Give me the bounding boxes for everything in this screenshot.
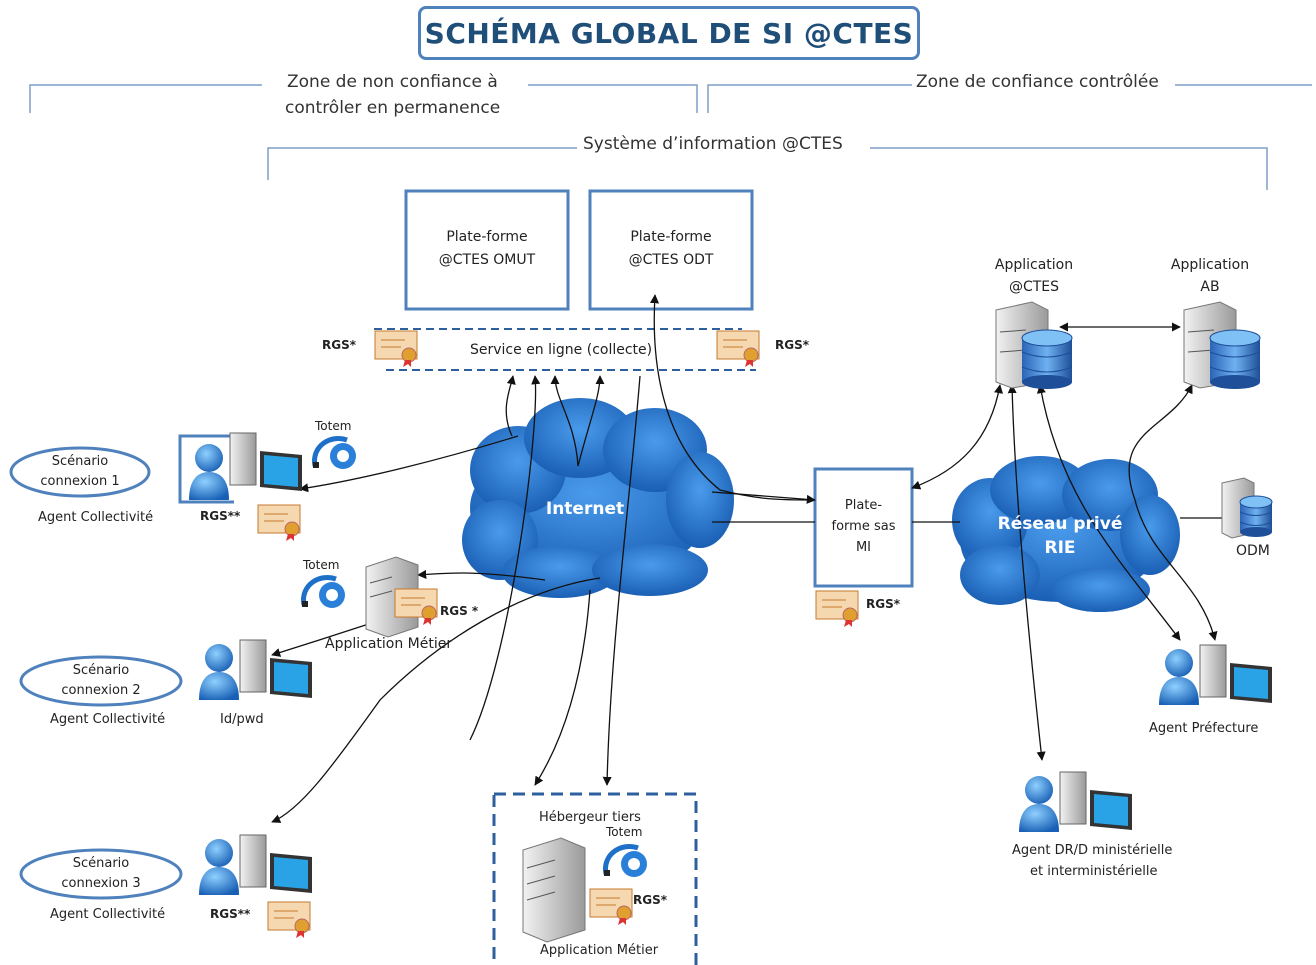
user-icon [199,839,239,895]
agent-dr-label-1: Agent DR/D ministérielle [1012,843,1173,858]
platform-sas-label-2: forme sas [831,519,896,534]
app-ab-label-2: AB [1200,279,1220,295]
zone-trust-label: Zone de confiance contrôlée [912,72,1163,92]
certificate-icon [394,588,438,625]
scenario-1-label-2: connexion 1 [40,474,120,489]
computer-icon [229,432,302,491]
agent-1-highlight [178,434,234,504]
internet-label: Internet [545,499,625,519]
rgs-label: RGS* [322,338,357,352]
agent-dr-label-2: et interministérielle [1030,864,1158,879]
app-ctes-label-1: Application [994,257,1074,273]
service-box [374,328,756,371]
user-icon [1159,649,1199,705]
hebergeur-box [492,792,698,965]
system-label: Système d’information @CTES [579,134,847,154]
scenario-2-agent: Agent Collectivité [50,712,166,727]
certificate-icon [374,330,418,367]
platform-sas-label-1: Plate- [844,498,883,513]
platform-odt-box [588,189,754,311]
page-title: SCHÉMA GLOBAL DE SI @CTES [424,16,914,50]
zone-bracket-trust [707,84,1312,113]
scenario-3-credential: RGS** [210,907,251,921]
computer-icon [1059,771,1132,830]
scenario-3-oval [19,848,183,900]
totem-icon [603,844,647,877]
platform-omut-label-2: @CTES OMUT [438,252,536,268]
user-icon [189,444,229,500]
certificate-icon [589,888,633,925]
zone-non-trust-label-2: contrôler en permanence [281,98,505,118]
scenario-2-label-2: connexion 2 [61,683,141,698]
agent-prefecture-label: Agent Préfecture [1149,721,1259,736]
totem-label: Totem [606,825,643,839]
platform-sas-label-3: MI [855,540,872,555]
user-icon [1019,776,1059,832]
certificate-icon [815,590,859,627]
rgs-label: RGS* [866,597,901,611]
certificate-icon [257,504,301,541]
database-icon [1021,329,1073,389]
scenario-3-label-1: Scénario [72,856,130,871]
zone-non-trust-label-1: Zone de non confiance à [283,72,502,92]
app-ab-label-1: Application [1170,257,1250,273]
connections [271,294,1222,823]
scenario-1-label-1: Scénario [51,454,109,469]
certificate-icon [267,901,311,938]
rie-label-2: RIE [1044,538,1076,558]
totem-icon [301,575,345,608]
database-icon [1209,329,1261,389]
platform-sas-box [813,467,914,588]
totem-label: Totem [303,558,340,572]
rie-label-1: Réseau privé [997,514,1123,534]
database-icon [1239,495,1273,537]
rgs-label: RGS* [775,338,810,352]
rgs-label: RGS * [440,604,479,618]
app-ctes-label-2: @CTES [1008,279,1060,295]
scenario-1-agent: Agent Collectivité [38,510,154,525]
rgs-label: RGS* [633,893,668,907]
certificate-icon [716,330,760,367]
totem-icon [312,436,356,469]
title-box: SCHÉMA GLOBAL DE SI @CTES [418,6,920,60]
service-label: Service en ligne (collecte) [470,342,653,358]
hebergeur-label: Hébergeur tiers [539,810,641,825]
platform-odt-label-1: Plate-forme [630,229,712,245]
computer-icon [1199,644,1272,703]
scenario-3-agent: Agent Collectivité [50,907,166,922]
platform-omut-box [404,189,570,311]
hebergeur-app-label: Application Métier [540,943,659,958]
scenario-2-label-1: Scénario [72,663,130,678]
computer-icon [239,639,312,698]
scenario-1-credential: RGS** [200,509,241,523]
zone-bracket-non-trust [29,84,698,113]
computer-icon [239,834,312,893]
server-icon [522,837,586,943]
app-metier-label: Application Métier [325,636,453,652]
scenario-2-credential: Id/pwd [220,712,264,727]
system-bracket [267,147,1268,190]
scenario-2-oval [19,655,183,707]
odm-label: ODM [1236,543,1270,559]
scenario-1-oval [9,446,151,498]
totem-label: Totem [315,419,352,433]
scenario-3-label-2: connexion 3 [61,876,141,891]
platform-odt-label-2: @CTES ODT [628,252,714,268]
platform-omut-label-1: Plate-forme [446,229,528,245]
user-icon [199,644,239,700]
